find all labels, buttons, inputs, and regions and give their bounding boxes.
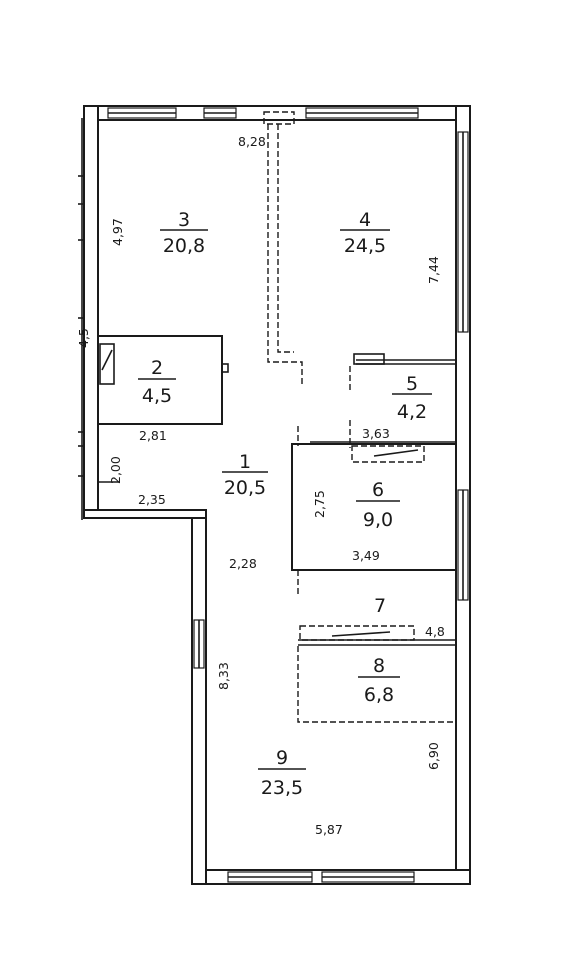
room-1-area: 20,5 xyxy=(224,477,266,499)
dimension-2-00: 2,00 xyxy=(108,456,123,484)
room-5-number: 5 xyxy=(406,373,418,395)
dimension-8-28: 8,28 xyxy=(238,134,266,149)
interior-walls xyxy=(97,335,457,646)
dimension-2-81: 2,81 xyxy=(139,428,167,443)
exterior-fragments xyxy=(78,118,84,520)
room-labels: 3 20,8 4 24,5 2 4,5 5 4,2 1 20,5 6 9,0 7… xyxy=(138,209,432,799)
room-1-number: 1 xyxy=(239,451,251,473)
room-8-number: 8 xyxy=(373,655,385,677)
dimension-7-44: 7,44 xyxy=(426,256,441,284)
room-9-number: 9 xyxy=(276,747,288,769)
room-6-number: 6 xyxy=(372,479,384,501)
dimension-4-8: 4,8 xyxy=(425,624,445,639)
room-2-area: 4,5 xyxy=(142,385,172,407)
room-4-number: 4 xyxy=(359,209,371,231)
room-3-area: 20,8 xyxy=(163,235,205,257)
room-8-area: 6,8 xyxy=(364,684,394,706)
dimension-8-33: 8,33 xyxy=(216,662,231,690)
room-9-area: 23,5 xyxy=(261,777,303,799)
room-4-area: 24,5 xyxy=(344,235,386,257)
room-5-area: 4,2 xyxy=(397,401,427,423)
dimension-2-75: 2,75 xyxy=(312,490,327,518)
dimension-5-87: 5,87 xyxy=(315,822,343,837)
room-2-number: 2 xyxy=(151,357,163,379)
room-3-number: 3 xyxy=(178,209,190,231)
windows xyxy=(107,107,469,883)
dimension-labels: 8,28 4,97 7,44 4,5 2,81 3,63 2,00 2,35 2… xyxy=(76,134,445,837)
room-6-area: 9,0 xyxy=(363,509,393,531)
dimension-4-97: 4,97 xyxy=(110,218,125,246)
dashed-partitions xyxy=(263,111,456,723)
room-7-number: 7 xyxy=(374,595,386,617)
dimension-2-35: 2,35 xyxy=(138,492,166,507)
dimension-2-28: 2,28 xyxy=(229,556,257,571)
dimension-3-49: 3,49 xyxy=(352,548,380,563)
dimension-3-63: 3,63 xyxy=(362,426,390,441)
dimension-4-5: 4,5 xyxy=(76,328,91,348)
dimension-6-90: 6,90 xyxy=(426,742,441,770)
